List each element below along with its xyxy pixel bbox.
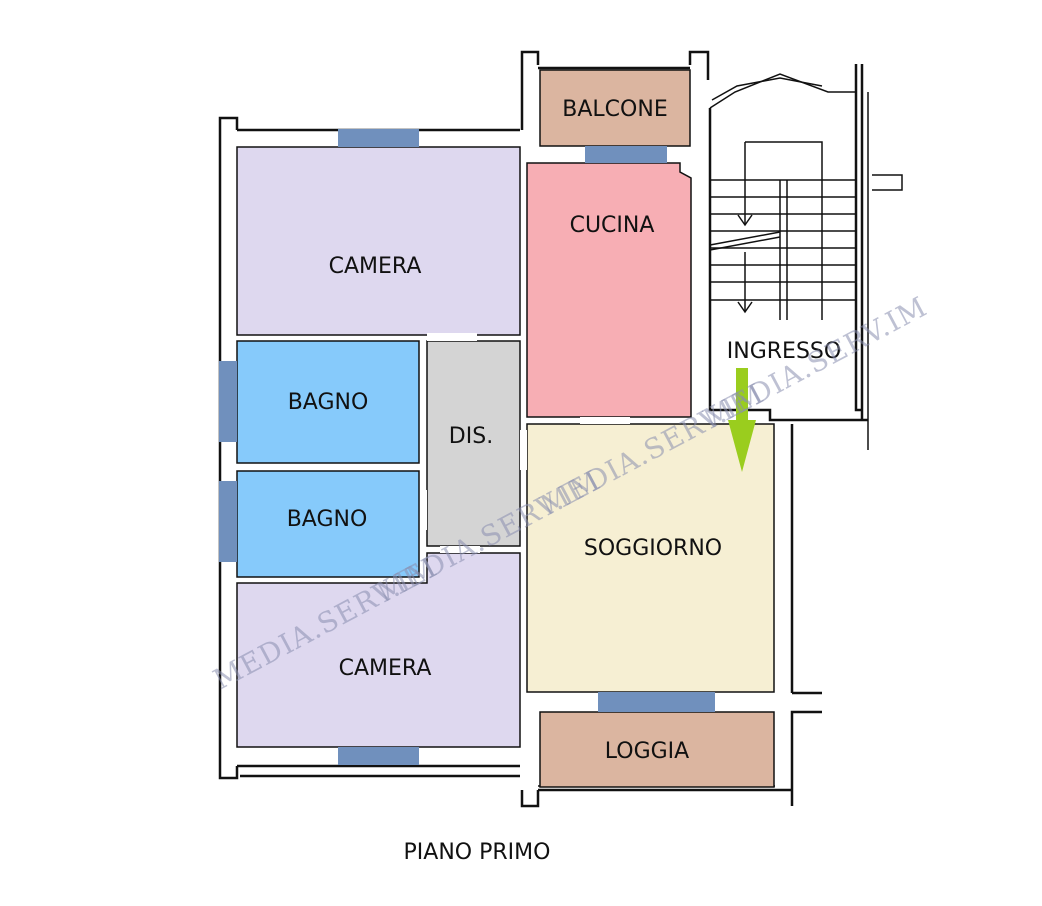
label-loggia: LOGGIA [605, 739, 689, 764]
room-dis [426, 340, 521, 547]
room-loggia [539, 711, 775, 788]
window [598, 692, 715, 712]
label-dis: DIS. [449, 424, 493, 449]
label-bagno-2: BAGNO [287, 507, 368, 532]
room-bagno-1 [236, 340, 420, 464]
stairwell [708, 64, 903, 450]
label-bagno-1: BAGNO [288, 390, 369, 415]
plan-caption: PIANO PRIMO [404, 840, 551, 865]
room-soggiorno [526, 423, 775, 693]
window [219, 481, 237, 562]
label-camera-top: CAMERA [329, 254, 422, 279]
room-bagno-2 [236, 470, 420, 578]
label-balcone: BALCONE [562, 97, 667, 122]
room-cucina [526, 162, 692, 418]
label-camera-bottom: CAMERA [339, 656, 432, 681]
label-soggiorno: SOGGIORNO [584, 536, 722, 561]
room-camera-top [236, 146, 521, 336]
window [338, 129, 419, 147]
window [219, 361, 237, 442]
label-ingresso: INGRESSO [727, 339, 841, 364]
windows [219, 129, 715, 765]
window [338, 747, 419, 765]
window [585, 146, 667, 163]
entrance-arrow-icon [728, 368, 756, 472]
label-cucina: CUCINA [570, 213, 655, 238]
room-camera-bottom [236, 552, 521, 748]
